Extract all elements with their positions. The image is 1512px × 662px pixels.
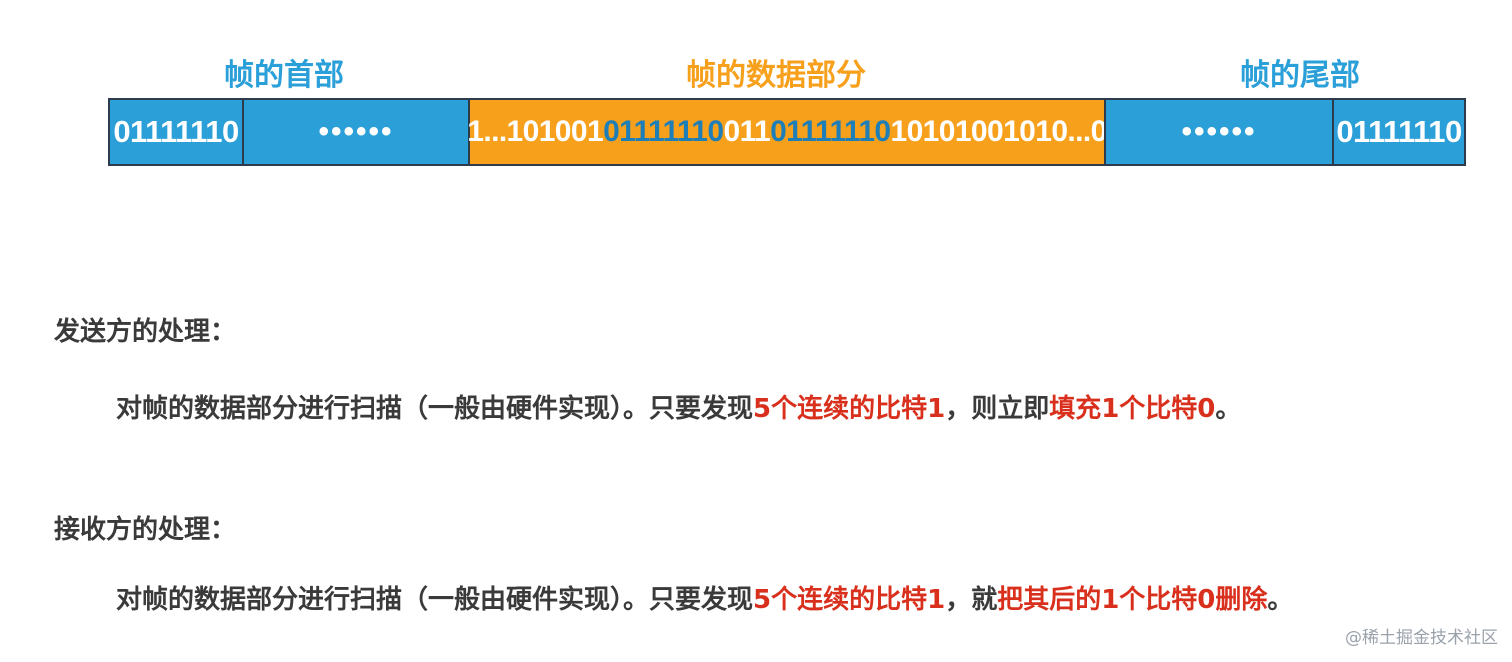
- frame-header-label: 帧的首部: [224, 58, 344, 93]
- sender-heading: 发送方的处理：: [54, 317, 237, 347]
- trailer-ellipsis-cell: ••••••: [1104, 98, 1334, 166]
- header-ellipsis-cell: ••••••: [242, 98, 470, 166]
- receiver-description: 对帧的数据部分进行扫描（一般由硬件实现）。只要发现5个连续的比特1，就把其后的1…: [116, 584, 1293, 616]
- receiver-highlight-1: 5个连续的比特1: [753, 585, 946, 615]
- start-flag-cell: 01111110: [108, 98, 244, 166]
- data-bits-flag-pattern-1: 01111110: [603, 115, 724, 148]
- sender-text-3: 。: [1215, 394, 1242, 424]
- watermark: @稀土掘金技术社区: [1345, 628, 1498, 648]
- trailer-ellipsis: ••••••: [1181, 115, 1257, 148]
- end-flag-cell: 01111110: [1332, 98, 1466, 166]
- frame-data-label: 帧的数据部分: [686, 58, 866, 93]
- header-ellipsis: ••••••: [318, 115, 394, 148]
- receiver-highlight-2: 把其后的1个比特0删除: [997, 585, 1268, 615]
- sender-highlight-1: 5个连续的比特1: [753, 394, 946, 424]
- receiver-text-1: 对帧的数据部分进行扫描（一般由硬件实现）。只要发现: [116, 585, 754, 615]
- end-flag-bits: 01111110: [1336, 114, 1462, 149]
- receiver-text-3: 。: [1267, 585, 1294, 615]
- sender-highlight-2: 填充1个比特0: [1049, 394, 1216, 424]
- start-flag-bits: 01111110: [113, 114, 239, 149]
- sender-description: 对帧的数据部分进行扫描（一般由硬件实现）。只要发现5个连续的比特1，则立即填充1…: [116, 393, 1241, 425]
- receiver-heading: 接收方的处理：: [54, 515, 237, 545]
- frame-trailer-label: 帧的尾部: [1240, 58, 1360, 93]
- data-bits-flag-pattern-2: 01111110: [770, 115, 891, 148]
- sender-text-1: 对帧的数据部分进行扫描（一般由硬件实现）。只要发现: [116, 394, 754, 424]
- data-bits-part-3: 10101001010...0: [890, 115, 1108, 148]
- data-bits-part-2: 011: [723, 115, 771, 148]
- receiver-text-2: ，就: [945, 585, 998, 615]
- sender-text-2: ，则立即: [945, 394, 1050, 424]
- data-bits-part-1: 1...101001: [467, 115, 604, 148]
